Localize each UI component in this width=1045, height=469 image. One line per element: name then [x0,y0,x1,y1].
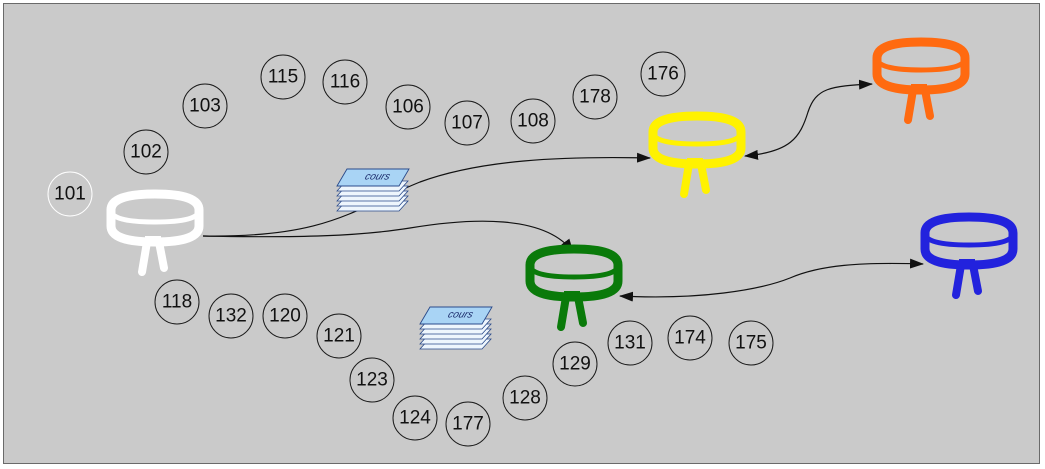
node-label: 132 [215,306,247,327]
node-label: 103 [189,96,221,117]
node-label: 175 [735,333,767,354]
node-label: 174 [674,328,706,349]
arrow-yellow-orange [744,79,873,160]
arrow-white-to-green [202,220,574,253]
node-circle [322,59,368,105]
node-132[interactable]: 132 [208,293,254,339]
node-128[interactable]: 128 [502,375,548,421]
node-118[interactable]: 118 [154,279,200,325]
node-107[interactable]: 107 [444,100,490,146]
node-label: 124 [399,408,431,429]
arrow-white-to-yellow [202,152,651,237]
node-list: 101 102 103 115 116 106 107 108 [47,51,774,447]
node-circle [123,129,169,175]
node-circle [385,84,431,130]
node-115[interactable]: 115 [260,54,306,100]
node-label: 107 [451,113,483,134]
node-103[interactable]: 103 [182,83,228,129]
node-circle [444,100,490,146]
arrows [202,79,924,302]
node-circle [349,357,395,403]
node-circle [392,395,438,441]
white-belt-icon[interactable] [111,194,199,272]
green-belt-icon[interactable] [530,249,618,327]
node-label: 120 [269,306,301,327]
node-124[interactable]: 124 [392,395,438,441]
arrow-green-blue [619,258,924,302]
book-list: cours cours [336,168,493,350]
node-label: 121 [323,326,355,347]
node-circle [208,293,254,339]
node-label: 123 [356,370,388,391]
node-circle [728,320,774,366]
node-label: 131 [614,333,646,354]
blue-belt-icon[interactable] [925,217,1013,295]
node-176[interactable]: 176 [640,51,686,97]
node-116[interactable]: 116 [322,59,368,105]
node-label: 115 [268,67,298,88]
node-circle [47,171,93,217]
node-circle [552,341,598,387]
node-circle [316,313,362,359]
book-label: cours [363,172,391,183]
node-129[interactable]: 129 [552,341,598,387]
node-178[interactable]: 178 [572,74,618,120]
node-circle [667,315,713,361]
node-label: 106 [392,97,424,118]
node-106[interactable]: 106 [385,84,431,130]
node-label: 108 [517,111,549,132]
node-131[interactable]: 131 [607,320,653,366]
node-label: 128 [509,388,541,409]
node-102[interactable]: 102 [123,129,169,175]
node-175[interactable]: 175 [728,320,774,366]
node-circle [182,83,228,129]
node-123[interactable]: 123 [349,357,395,403]
node-circle [510,98,556,144]
node-label: 102 [130,142,162,163]
book-stack-icon[interactable]: cours [336,168,410,212]
yellow-belt-icon[interactable] [653,116,741,194]
node-circle [445,401,491,447]
node-label: 178 [579,87,611,108]
node-circle [607,320,653,366]
node-174[interactable]: 174 [667,315,713,361]
node-label: 129 [559,354,591,375]
node-circle [502,375,548,421]
node-108[interactable]: 108 [510,98,556,144]
orange-belt-icon[interactable] [877,42,965,120]
node-circle [572,74,618,120]
node-label: 176 [647,64,679,85]
node-circle [262,293,308,339]
node-circle [154,279,200,325]
node-label: 118 [162,292,192,313]
node-177[interactable]: 177 [445,401,491,447]
book-label: cours [446,310,474,321]
belt-list [111,42,1013,327]
node-circle [260,54,306,100]
node-101[interactable]: 101 [47,171,93,217]
node-120[interactable]: 120 [262,293,308,339]
node-label: 101 [54,184,86,205]
node-circle [640,51,686,97]
node-121[interactable]: 121 [316,313,362,359]
node-label: 116 [330,72,360,93]
node-label: 177 [452,414,484,435]
book-stack-icon[interactable]: cours [419,306,493,350]
